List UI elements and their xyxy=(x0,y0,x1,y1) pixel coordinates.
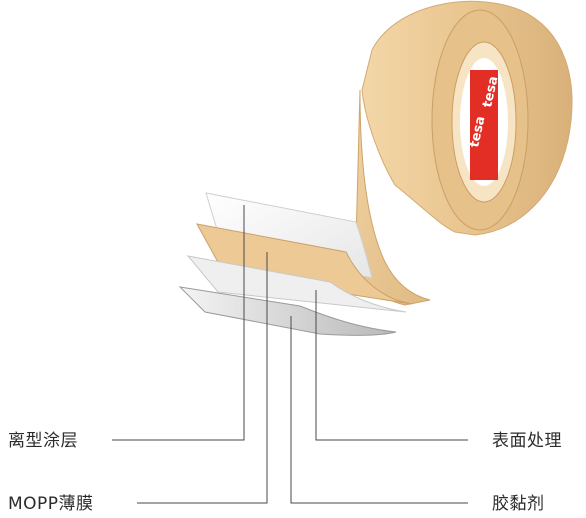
label-mopp-film: MOPP薄膜 xyxy=(8,494,94,514)
label-surface-treatment: 表面处理 xyxy=(492,431,562,451)
tesa-logo-text: tesa xyxy=(480,75,501,109)
leader-line-adhesive xyxy=(290,316,468,504)
label-adhesive: 胶黏剂 xyxy=(492,494,545,514)
layer-mopp-film xyxy=(186,255,407,313)
leader-line-release xyxy=(112,205,245,441)
tesa-logo-text: tesa xyxy=(467,115,488,149)
layer-beige-film xyxy=(196,223,413,305)
label-release-coating: 离型涂层 xyxy=(8,431,78,451)
tesa-logo: tesa tesa xyxy=(460,58,508,186)
leader-line-film xyxy=(137,252,268,504)
leader-line-surface xyxy=(315,290,468,441)
layer-adhesive xyxy=(178,286,397,336)
